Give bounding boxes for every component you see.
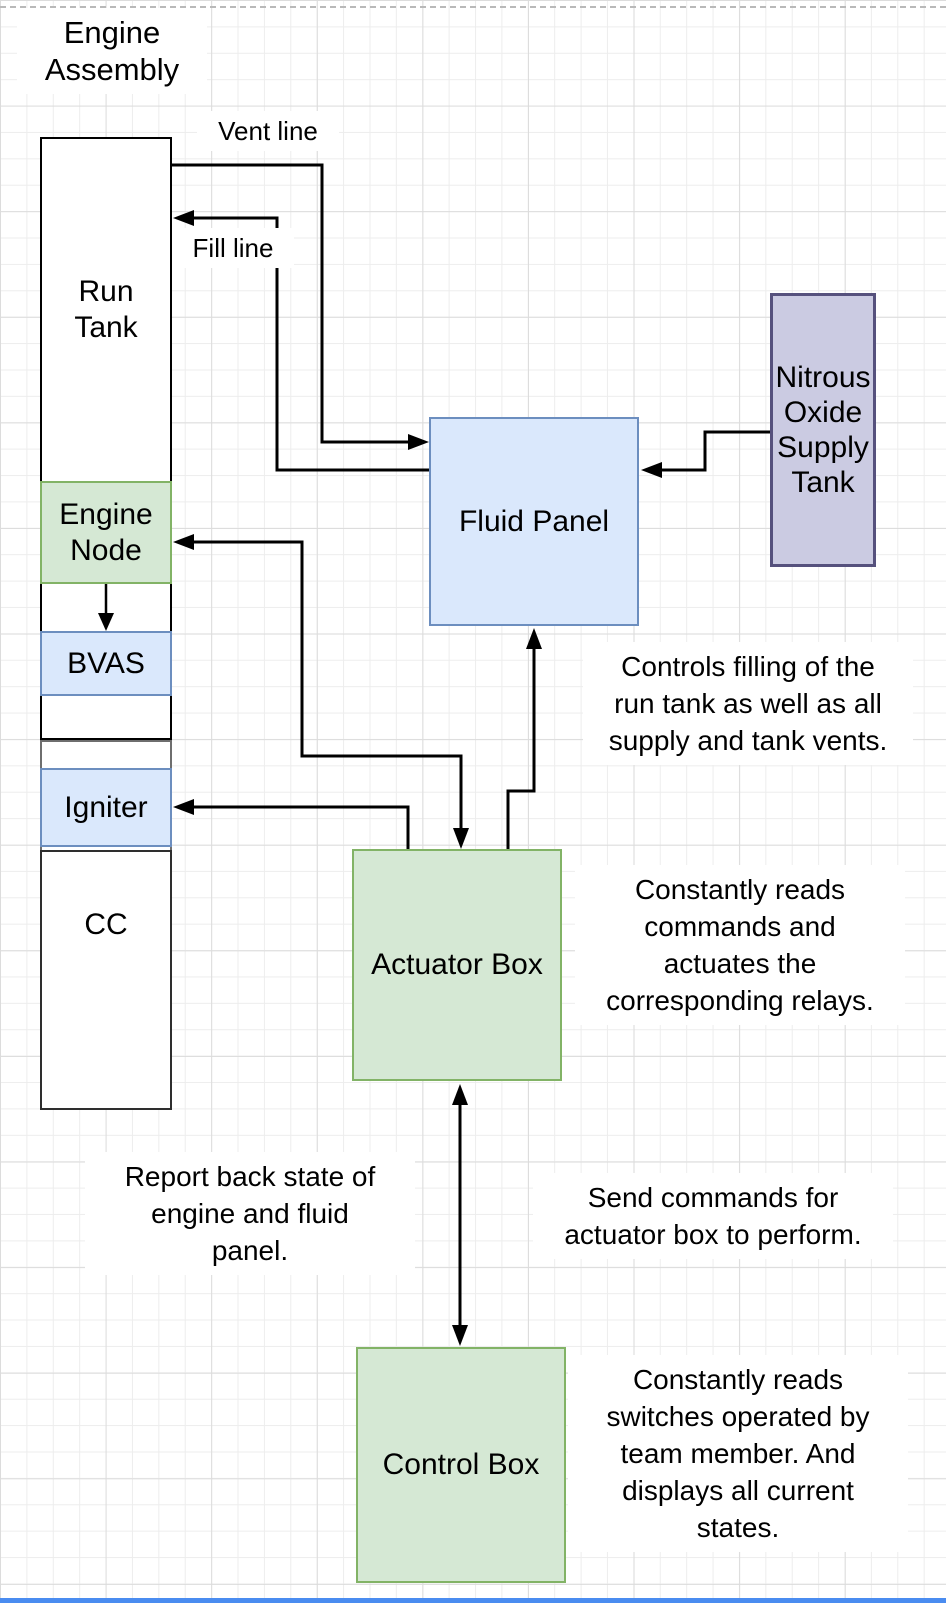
bvas-label: BVAS bbox=[67, 646, 145, 680]
actuator-box-label: Actuator Box bbox=[371, 948, 543, 981]
arrowhead-into-control-box bbox=[452, 1325, 468, 1346]
control-box-label: Control Box bbox=[382, 1448, 540, 1481]
supply-tank-label: Oxide bbox=[783, 396, 863, 429]
horizontal-scrollbar-strip[interactable] bbox=[0, 1598, 946, 1603]
arrowhead-into-engine-node bbox=[173, 534, 194, 550]
node-control-box[interactable]: Control Box bbox=[356, 1347, 566, 1583]
edge-supply-to-fluid[interactable] bbox=[641, 430, 770, 478]
edge-actuator-igniter[interactable] bbox=[173, 799, 410, 849]
annotation-control-desc[interactable]: Constantly reads switches operated by te… bbox=[568, 1355, 908, 1552]
arrowhead-into-fluid-panel bbox=[408, 434, 429, 450]
annotation-controls-filling[interactable]: Controls filling of the run tank as well… bbox=[583, 642, 913, 765]
page-boundary-dashed-line bbox=[0, 6, 946, 8]
diagram-title[interactable]: Engine Assembly bbox=[17, 8, 207, 94]
node-fluid-panel[interactable]: Fluid Panel bbox=[429, 417, 639, 626]
arrowhead-into-igniter bbox=[173, 799, 194, 815]
supply-tank-label: Tank bbox=[791, 466, 855, 499]
arrowhead-into-run-tank bbox=[173, 210, 194, 226]
cc-label: CC bbox=[84, 908, 128, 941]
arrowhead-into-fluid-panel-bottom bbox=[526, 628, 542, 649]
engine-node-label: Node bbox=[70, 533, 142, 567]
edge-actuator-fluid[interactable] bbox=[506, 628, 542, 849]
edge-vent-line-path[interactable] bbox=[172, 163, 409, 444]
edge-actuator-fluid-path[interactable] bbox=[506, 649, 536, 849]
igniter-label: Igniter bbox=[64, 790, 148, 824]
edge-actuator-igniter-path[interactable] bbox=[194, 805, 410, 849]
edge-supply-to-fluid-path[interactable] bbox=[662, 430, 770, 472]
node-cc-box[interactable] bbox=[40, 850, 172, 1110]
title-line: Engine bbox=[63, 15, 161, 50]
arrowhead-into-actuator-top bbox=[453, 828, 469, 849]
edge-engine-node-bvas[interactable] bbox=[98, 584, 114, 631]
node-nitrous-supply-tank[interactable]: Nitrous Oxide Supply Tank bbox=[770, 293, 876, 567]
arrowhead-into-bvas bbox=[98, 613, 114, 631]
edge-fill-line-path[interactable] bbox=[194, 216, 429, 472]
node-bvas[interactable]: BVAS bbox=[40, 631, 172, 696]
edge-control-actuator[interactable] bbox=[452, 1084, 468, 1346]
node-actuator-box[interactable]: Actuator Box bbox=[352, 849, 562, 1081]
vent-line-label[interactable]: Vent line bbox=[197, 111, 339, 151]
run-tank-label: Run Tank bbox=[74, 275, 138, 344]
annotation-send-commands[interactable]: Send commands for actuator box to perfor… bbox=[533, 1173, 893, 1259]
edge-fill-line[interactable] bbox=[173, 210, 429, 472]
edge-vent-line[interactable] bbox=[172, 163, 429, 450]
annotation-report-back[interactable]: Report back state of engine and fluid pa… bbox=[85, 1152, 415, 1275]
engine-node-label: Engine bbox=[59, 497, 153, 531]
title-line: Assembly bbox=[44, 52, 180, 87]
node-igniter[interactable]: Igniter bbox=[40, 768, 172, 847]
edge-engine-node-actuator[interactable] bbox=[173, 534, 469, 849]
fill-line-label[interactable]: Fill line bbox=[172, 228, 294, 268]
supply-tank-label: Nitrous bbox=[775, 361, 871, 394]
arrowhead-into-actuator-bottom bbox=[452, 1084, 468, 1105]
annotation-actuator-desc[interactable]: Constantly reads commands and actuates t… bbox=[575, 865, 905, 1025]
fluid-panel-label: Fluid Panel bbox=[458, 504, 610, 538]
node-engine-node[interactable]: Engine Node bbox=[40, 481, 172, 584]
supply-tank-label: Supply bbox=[777, 431, 869, 464]
arrowhead-into-fluid-panel-right bbox=[641, 462, 662, 478]
edge-engine-node-actuator-path[interactable] bbox=[194, 540, 463, 828]
